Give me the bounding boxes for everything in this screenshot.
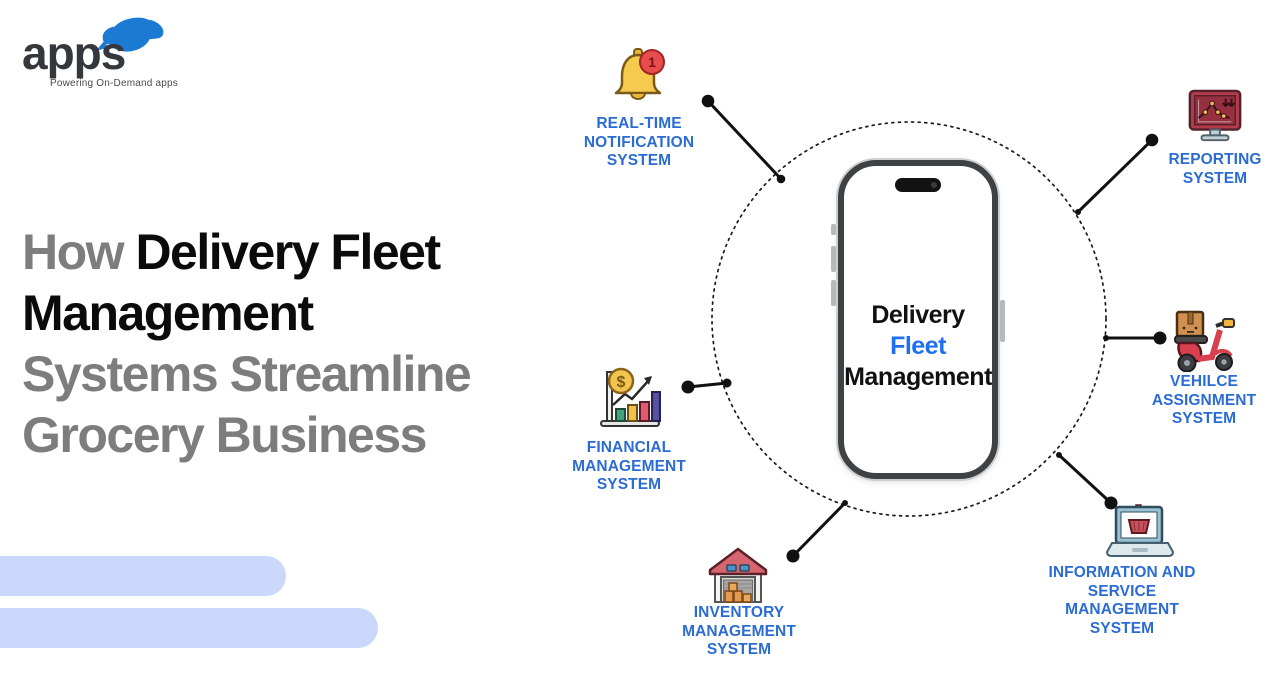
phone-side-button xyxy=(831,246,836,272)
decor-bar-bottom xyxy=(0,608,378,648)
phone-title-line-2: Management xyxy=(844,363,992,391)
svg-text:$: $ xyxy=(617,374,626,391)
rhino-logo-icon xyxy=(95,14,164,52)
system-label-reporting: REPORTING SYSTEM xyxy=(1168,151,1262,187)
svg-text:1: 1 xyxy=(648,54,656,70)
system-label-information: INFORMATION AND SERVICE MANAGEMENT SYSTE… xyxy=(1048,564,1196,637)
title-line-2: Management xyxy=(22,285,314,341)
notification-bell-icon: 1 xyxy=(614,48,665,100)
system-label-vehicle: VEHILCE ASSIGNMENT SYSTEM xyxy=(1151,373,1257,427)
brand-logo: apps Powering On-Demand apps xyxy=(20,8,240,89)
financial-chart-icon: $ xyxy=(600,367,661,427)
phone-notch xyxy=(895,178,941,192)
laptop-basket-icon xyxy=(1105,504,1175,557)
brand-name: apps xyxy=(22,27,126,79)
phone-side-button xyxy=(831,280,836,306)
delivery-scooter-icon xyxy=(1174,310,1235,372)
system-label-notification: REAL-TIME NOTIFICATION SYSTEM xyxy=(583,115,695,169)
system-label-inventory: INVENTORY MANAGEMENT SYSTEM xyxy=(682,604,796,658)
title-line-4: Grocery Business xyxy=(22,407,427,463)
phone-title: Delivery Fleet Management xyxy=(844,300,992,393)
decor-bar-top xyxy=(0,556,286,596)
phone-side-button xyxy=(1000,300,1005,342)
phone-mockup: Delivery Fleet Management xyxy=(838,160,998,479)
page-title: How Delivery Fleet Management Systems St… xyxy=(22,222,582,466)
title-line-1: How Delivery Fleet xyxy=(22,224,441,280)
phone-side-button xyxy=(831,224,836,235)
brand-tagline: Powering On-Demand apps xyxy=(50,78,178,89)
title-line-3: Systems Streamline xyxy=(22,346,472,402)
warehouse-icon xyxy=(708,547,768,603)
system-label-financial: FINANCIAL MANAGEMENT SYSTEM xyxy=(572,439,686,493)
phone-camera-dot xyxy=(931,182,937,188)
reporting-monitor-icon xyxy=(1188,89,1242,142)
phone-title-line-1: Delivery Fleet xyxy=(871,301,965,360)
